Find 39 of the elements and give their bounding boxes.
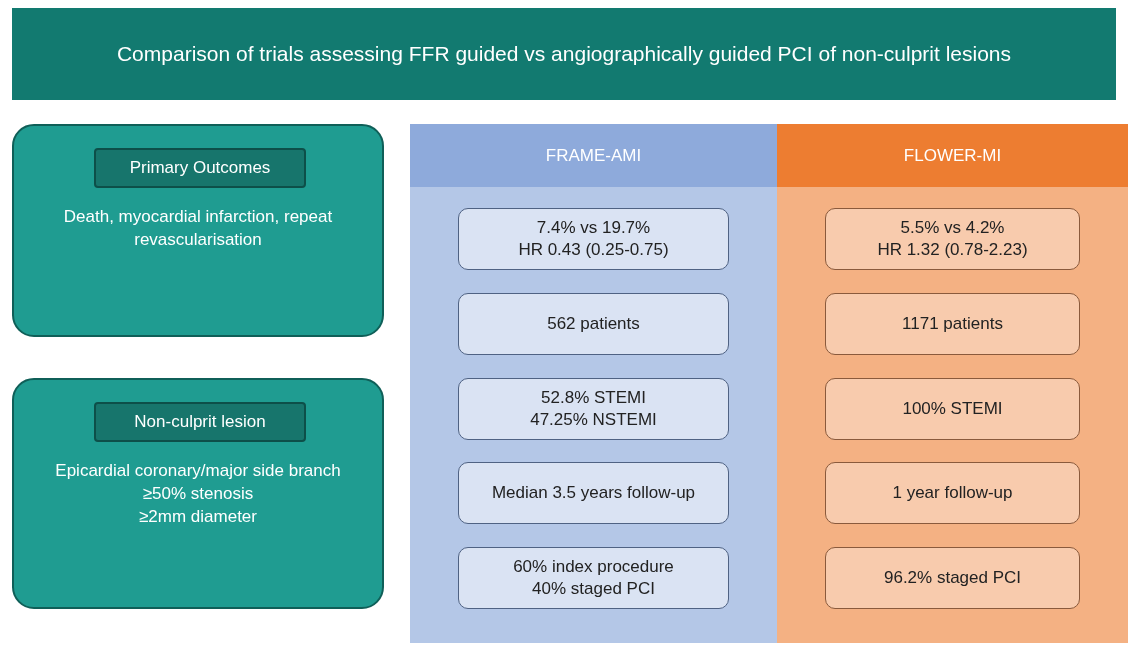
column-header: FRAME-AMI: [410, 124, 777, 187]
stat-box: [825, 208, 1080, 270]
stat-text: 60% index procedure: [513, 555, 674, 578]
stat-box: [458, 208, 729, 270]
stat-text: HR 0.43 (0.25-0.75): [518, 239, 669, 261]
card-text: Death, myocardial infarction, repeat revascularisation: [62, 206, 334, 251]
heading-box: [94, 402, 306, 442]
card-text: ≥50% stenosis: [142, 482, 254, 505]
card-text: Epicardial coronary/major side branch: [55, 460, 341, 482]
info-card: [12, 378, 384, 609]
heading-box: [94, 148, 306, 188]
stat-text: Median 3.5 years follow-up: [491, 481, 696, 504]
column-header: FLOWER-MI: [777, 124, 1128, 187]
stat-text: 52.8% STEMI: [541, 386, 646, 409]
stat-text: HR 1.32 (0.78-2.23): [877, 239, 1028, 261]
stat-text: 7.4% vs 19.7%: [536, 216, 651, 239]
stat-text: 562 patients: [547, 312, 640, 335]
stat-text: 100% STEMI: [902, 397, 1003, 420]
stat-box: [825, 378, 1080, 440]
stat-text: 40% staged PCI: [532, 578, 655, 600]
stat-text: 96.2% staged PCI: [884, 566, 1021, 589]
card-text: ≥2mm diameter: [139, 505, 257, 528]
heading-text: Non-culprit lesion: [134, 412, 266, 432]
stat-box: [825, 462, 1080, 524]
title: Comparison of trials assessing FFR guided vs angiographically guided PCI of non-culprit lesions: [116, 42, 1012, 66]
stat-text: 47.25% NSTEMI: [530, 409, 657, 431]
stat-box: [825, 547, 1080, 609]
column-panel: [777, 124, 1128, 643]
stat-text: 5.5% vs 4.2%: [900, 216, 1005, 239]
stat-text: 1 year follow-up: [892, 481, 1013, 504]
stat-box: [458, 378, 729, 440]
column-panel: [410, 124, 777, 643]
heading-text: Primary Outcomes: [129, 158, 271, 178]
stat-box: [458, 547, 729, 609]
stat-box: [825, 293, 1080, 355]
stat-box: [458, 293, 729, 355]
info-card: [12, 124, 384, 337]
stat-text: 1171 patients: [902, 312, 1003, 335]
stat-box: [458, 462, 729, 524]
